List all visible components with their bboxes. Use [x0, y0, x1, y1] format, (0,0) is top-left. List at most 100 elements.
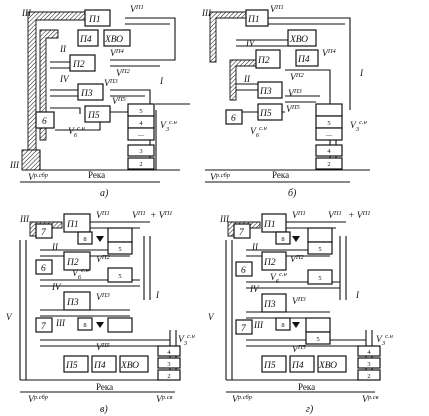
svg-text:—: — — [137, 132, 145, 139]
svg-text:+ VП1: + VП1 — [150, 210, 173, 221]
unit-p1-label-a: П1 — [88, 15, 101, 25]
svg-text:VП1: VП1 — [292, 210, 306, 221]
svg-text:2: 2 — [139, 161, 142, 168]
svg-text:5: 5 — [327, 120, 330, 127]
svg-text:II: II — [251, 242, 259, 252]
svg-text:V3с.н: V3с.н — [350, 119, 367, 133]
svg-text:П1: П1 — [66, 220, 79, 230]
svg-text:I: I — [355, 290, 360, 300]
svg-text:II: II — [51, 242, 59, 252]
svg-text:П4: П4 — [93, 361, 106, 371]
svg-text:VП5: VП5 — [96, 342, 111, 353]
svg-text:П5: П5 — [259, 109, 272, 119]
unit-p5-label-a: П5 — [87, 111, 100, 121]
svg-text:V: V — [6, 312, 13, 322]
caption-b: б) — [288, 188, 297, 199]
unit-hvo-label-a: ХВО — [104, 35, 123, 45]
svg-text:III: III — [21, 8, 32, 18]
svg-text:V6с.н: V6с.н — [72, 267, 89, 281]
svg-text:III: III — [55, 318, 66, 328]
svg-text:Vр.сбр: Vр.сбр — [232, 394, 253, 405]
sections-stack-a: 5 4 — 3 2 — [127, 103, 155, 170]
svg-text:4: 4 — [139, 120, 143, 127]
svg-text:VП1: VП1 — [328, 210, 342, 221]
panel-a: П1 ХВО П4 П2 П3 П5 6 5 4 — 3 2 VП1 VП4 V… — [9, 4, 190, 199]
svg-text:VП1: VП1 — [270, 4, 284, 15]
river-label-a: Река — [88, 170, 105, 180]
svg-text:П5: П5 — [65, 361, 78, 371]
svg-text:5: 5 — [118, 273, 121, 280]
svg-text:Река: Река — [96, 382, 113, 392]
svg-text:Vр.сбр: Vр.сбр — [28, 394, 49, 405]
svg-text:VП1: VП1 — [96, 210, 110, 221]
svg-text:6: 6 — [231, 114, 236, 124]
svg-text:П4: П4 — [291, 361, 304, 371]
svg-text:IV: IV — [59, 74, 70, 84]
svg-text:3: 3 — [367, 361, 370, 368]
svg-text:П2: П2 — [263, 258, 276, 268]
svg-text:3: 3 — [139, 148, 142, 155]
svg-text:III: III — [219, 214, 230, 224]
svg-text:I: I — [359, 68, 364, 78]
svg-text:6: 6 — [41, 264, 46, 274]
svg-text:4: 4 — [327, 148, 331, 155]
svg-text:2: 2 — [167, 373, 170, 380]
svg-text:+ VП1: + VП1 — [348, 210, 371, 221]
svg-text:6: 6 — [241, 266, 246, 276]
svg-text:2: 2 — [327, 161, 330, 168]
unit-p5-a — [84, 105, 111, 123]
svg-text:VП5: VП5 — [292, 344, 307, 355]
svg-text:VП2: VП2 — [290, 254, 305, 265]
svg-text:VП2: VП2 — [96, 254, 111, 265]
svg-text:III: III — [19, 214, 30, 224]
svg-text:V3с.н: V3с.н — [376, 333, 393, 347]
unit-p2-label-a: П2 — [72, 60, 85, 70]
unit-p2-a — [69, 54, 96, 72]
svg-text:8: 8 — [83, 236, 86, 243]
svg-text:П1: П1 — [247, 15, 260, 25]
svg-text:5: 5 — [318, 246, 321, 253]
svg-text:П3: П3 — [66, 298, 79, 308]
caption-g: г) — [306, 404, 314, 415]
svg-text:VП4: VП4 — [110, 48, 125, 59]
svg-text:Река: Река — [272, 170, 289, 180]
svg-text:III: III — [201, 8, 212, 18]
svg-text:ХВО: ХВО — [120, 361, 139, 371]
svg-text:Vр.сбр: Vр.сбр — [210, 172, 231, 183]
svg-text:7: 7 — [239, 228, 245, 238]
svg-text:V3с.н: V3с.н — [178, 333, 195, 347]
svg-text:VП4: VП4 — [322, 48, 337, 59]
svg-text:II: II — [59, 44, 67, 54]
caption-v: в) — [100, 404, 108, 415]
unit-hvo-a — [103, 29, 131, 47]
unit-p4-label-a: П4 — [79, 35, 92, 45]
svg-text:III: III — [253, 320, 264, 330]
svg-text:—: — — [325, 132, 333, 139]
svg-text:5: 5 — [118, 246, 121, 253]
svg-text:VП5: VП5 — [112, 96, 127, 107]
svg-text:V6с.н: V6с.н — [270, 271, 287, 285]
svg-text:V: V — [208, 312, 215, 322]
node-6-a — [35, 111, 55, 129]
svg-text:5: 5 — [316, 336, 319, 343]
svg-text:VП3: VП3 — [292, 296, 307, 307]
node-6-label-a: 6 — [42, 117, 47, 127]
svg-text:7: 7 — [41, 228, 47, 238]
unit-p3-label-a: П3 — [80, 89, 93, 99]
svg-text:VП5: VП5 — [286, 104, 301, 115]
svg-text:V6с.н: V6с.н — [250, 125, 267, 139]
svg-text:П5: П5 — [263, 361, 276, 371]
svg-text:8: 8 — [83, 322, 86, 329]
caption-a: а) — [100, 188, 109, 199]
svg-text:V6с.н: V6с.н — [68, 125, 85, 139]
svg-text:5: 5 — [318, 275, 321, 282]
svg-text:ХВО: ХВО — [289, 35, 308, 45]
panel-g: П1 7 8 5 П2 6 5 П3 7 8 5 П5 П4 ХВО — [208, 210, 393, 415]
svg-text:VП2: VП2 — [290, 72, 305, 83]
svg-text:8: 8 — [281, 322, 284, 329]
svg-text:7: 7 — [241, 324, 247, 334]
svg-text:П4: П4 — [297, 55, 310, 65]
svg-text:5: 5 — [139, 108, 142, 115]
svg-text:I: I — [159, 76, 164, 86]
svg-text:7: 7 — [41, 322, 47, 332]
